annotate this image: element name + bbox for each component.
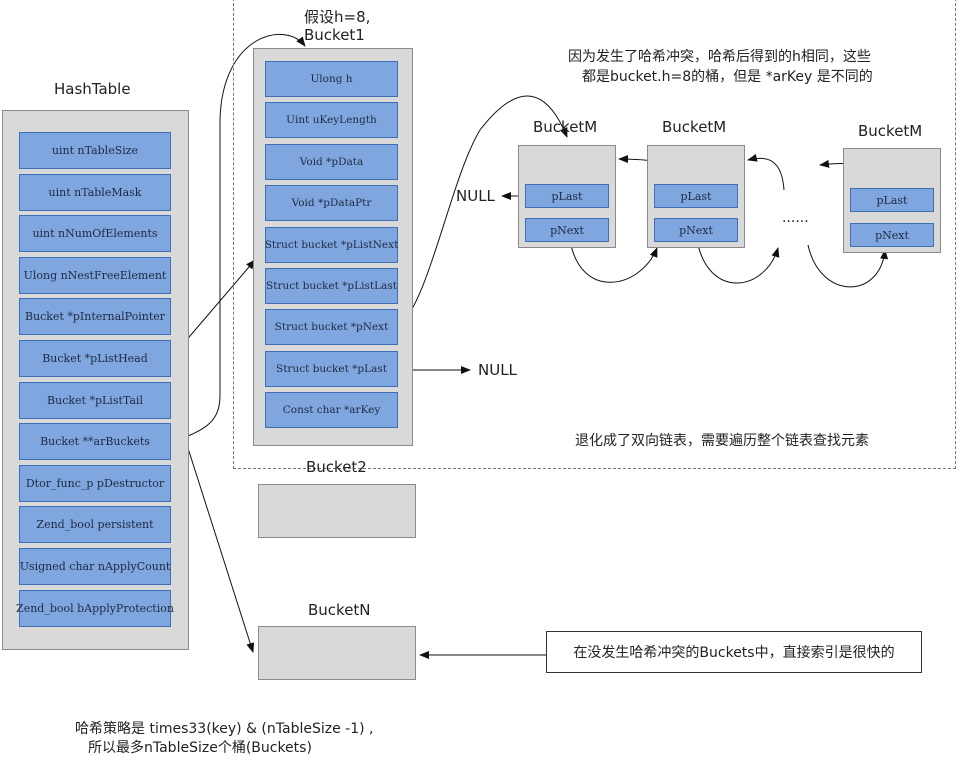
pnext-field: pNext xyxy=(850,223,934,247)
hashtable-field: Zend_bool persistent xyxy=(19,506,171,544)
plast-field: pLast xyxy=(654,184,738,208)
hashtable-field: Bucket *pListTail xyxy=(19,381,171,419)
collision-note-line1: 因为发生了哈希冲突，哈希后得到的h相同，这些 xyxy=(568,49,871,65)
bucket1-field: Const char *arKey xyxy=(265,392,398,429)
bucket1-title-line2: Bucket1 xyxy=(304,26,365,44)
bucket1-field: Struct bucket *pNext xyxy=(265,309,398,346)
null-label-plast: NULL xyxy=(478,361,517,379)
ellipsis-pnext-arrow xyxy=(807,244,889,288)
bucket1-field: Struct bucket *pListNext xyxy=(265,226,398,263)
hashtable-title: HashTable xyxy=(54,80,131,98)
bucketm1-pnext-arrow xyxy=(569,239,658,283)
bucketN-box xyxy=(258,626,416,680)
bucket1-field: Struct bucket *pLast xyxy=(265,350,398,387)
fast-index-note: 在没发生哈希冲突的Buckets中，直接索引是很快的 xyxy=(546,631,922,673)
bucket1-field: Ulong h xyxy=(265,61,398,97)
bucketm-title: BucketM xyxy=(858,122,923,140)
hashtable-field: Usigned char nApplyCount xyxy=(19,548,171,585)
bucketm2-pnext-arrow xyxy=(696,239,780,284)
bucket1-title-line1: 假设h=8, xyxy=(304,8,371,26)
hashtable-field: uint nTableMask xyxy=(19,173,171,211)
hashtable-field: Bucket *pListHead xyxy=(19,340,171,377)
hashtable-field: Bucket **arBuckets xyxy=(19,423,171,461)
bucketm-title: BucketM xyxy=(533,118,598,136)
ellipsis: ...... xyxy=(782,210,809,226)
hashtable-field: Bucket *pInternalPointer xyxy=(19,298,171,336)
collision-region xyxy=(233,0,956,469)
hashtable-field: Dtor_func_p pDestructor xyxy=(19,464,171,502)
pnext-field: pNext xyxy=(654,218,738,242)
null-label-left: NULL xyxy=(456,187,495,205)
plast-field: pLast xyxy=(850,188,934,212)
arbuckets-arrow xyxy=(171,33,306,443)
bucket1-field: Uint uKeyLength xyxy=(265,102,398,139)
hashtable-field: Ulong nNestFreeElement xyxy=(19,256,171,294)
collision-note-line2: 都是bucket.h=8的桶，但是 *arKey 是不同的 xyxy=(582,69,873,85)
bucket2-box xyxy=(258,484,416,538)
bucketN-title: BucketN xyxy=(308,601,371,619)
pnext-arrow xyxy=(397,95,568,329)
hashtable-field: uint nTableSize xyxy=(19,132,171,169)
bucket2-title: Bucket2 xyxy=(306,458,367,476)
strategy-line1: 哈希策略是 times33(key) & (nTableSize -1) , xyxy=(75,721,374,737)
plast-field: pLast xyxy=(525,184,609,208)
bucket1-field: Void *pDataPtr xyxy=(265,185,398,222)
hashtable-field: uint nNumOfElements xyxy=(19,215,171,253)
strategy-line2: 所以最多nTableSize个桶(Buckets) xyxy=(88,740,312,756)
pnext-field: pNext xyxy=(525,218,609,242)
bucket1-field: Struct bucket *pListLast xyxy=(265,268,398,304)
hashtable-field: Zend_bool bApplyProtection xyxy=(16,589,174,627)
degrade-note: 退化成了双向链表，需要遍历整个链表查找元素 xyxy=(575,433,869,449)
bucketm-title: BucketM xyxy=(662,118,727,136)
bucket1-field: Void *pData xyxy=(265,143,398,180)
ellipsis-plast-arrow xyxy=(747,153,785,191)
